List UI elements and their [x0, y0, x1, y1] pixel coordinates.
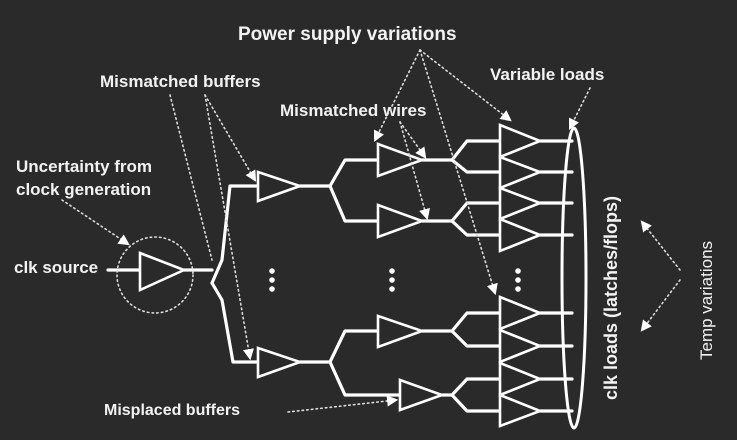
buffer-l2-1	[376, 142, 426, 178]
mismatched-buffers-label: Mismatched buffers	[100, 72, 261, 91]
ellipsis-dots	[269, 268, 521, 292]
source-buffer	[138, 251, 188, 293]
uncertainty-label-line2: clock generation	[16, 180, 151, 199]
power-supply-label: Power supply variations	[238, 24, 457, 45]
buffer-l3-8	[498, 393, 544, 428]
buffer-l3-2	[498, 155, 544, 190]
buffer-l2-2	[376, 203, 426, 239]
clk-loads-ellipse	[560, 126, 588, 430]
buffer-l1-bottom	[256, 346, 304, 379]
misplaced-buffers-label: Misplaced buffers	[104, 402, 240, 419]
buffer-l3-6	[498, 328, 544, 364]
buffer-l1-top	[256, 170, 304, 203]
buffer-l2-4-misplaced	[398, 378, 446, 412]
clk-source-label: clk source	[14, 258, 98, 277]
uncertainty-label-line1: Uncertainty from	[16, 157, 152, 176]
buffer-l3-1	[498, 123, 544, 159]
buffer-l3-4	[498, 217, 544, 253]
mismatched-wires-label: Mismatched wires	[280, 101, 426, 120]
variable-loads-label: Variable loads	[490, 65, 604, 84]
buffer-l2-3	[376, 314, 426, 349]
uncertainty-circle	[116, 236, 194, 314]
clock-tree-wires	[106, 139, 574, 413]
clk-loads-label: clk loads (latches/flops)	[601, 196, 621, 400]
annotation-arrows	[61, 49, 681, 413]
buffer-l3-3	[498, 186, 544, 221]
buffer-l3-5	[498, 295, 544, 331]
buffer-l3-7	[498, 361, 544, 397]
buffers	[138, 123, 544, 428]
temp-variations-label: Temp variations	[697, 241, 716, 360]
